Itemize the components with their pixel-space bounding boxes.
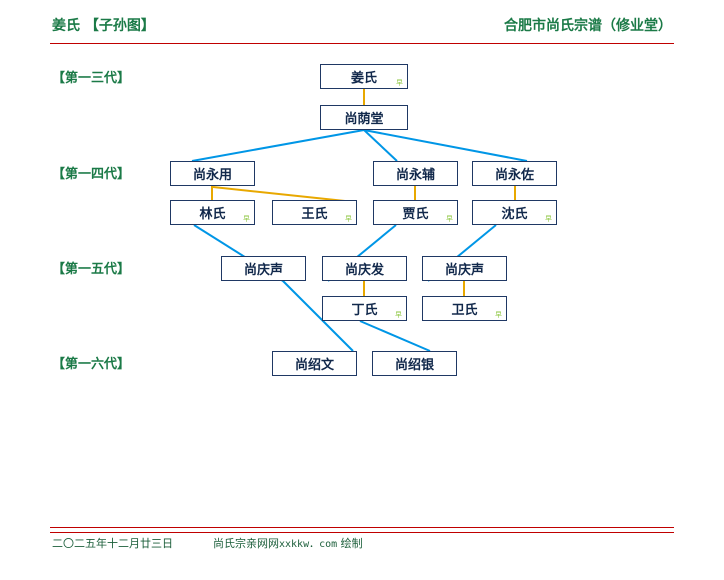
footer-credit-site: xxkkw．com <box>279 539 338 550</box>
person-name: 尚绍文 <box>294 358 334 373</box>
person-name: 沈氏 <box>501 207 528 222</box>
female-marker-icon: 早 <box>243 215 250 223</box>
person-name: 尚永佐 <box>494 168 534 183</box>
generation-label-3: 【第一五代】 <box>52 262 131 277</box>
generation-label-1: 【第一三代】 <box>52 71 131 86</box>
person-name: 尚绍银 <box>394 358 434 373</box>
person-box[interactable]: 贾氏早 <box>373 200 458 225</box>
person-name: 林氏 <box>199 207 226 222</box>
person-box[interactable]: 王氏早 <box>272 200 357 225</box>
person-name: 贾氏 <box>402 207 429 222</box>
person-name: 卫氏 <box>451 303 478 318</box>
person-name: 尚永辅 <box>395 168 435 183</box>
person-box[interactable]: 尚庆发 <box>322 256 407 281</box>
spouse-link-line <box>212 186 346 202</box>
person-name: 尚荫堂 <box>344 112 384 127</box>
child-link-line <box>363 129 528 162</box>
person-name: 尚庆发 <box>344 263 384 278</box>
person-box[interactable]: 尚永用 <box>170 161 255 186</box>
person-box[interactable]: 林氏早 <box>170 200 255 225</box>
female-marker-icon: 早 <box>495 311 502 319</box>
person-box[interactable]: 沈氏早 <box>472 200 557 225</box>
person-box[interactable]: 尚绍文 <box>272 351 357 376</box>
person-box[interactable]: 姜氏早 <box>320 64 408 89</box>
footer-credit-suffix: 绘制 <box>337 537 363 550</box>
female-marker-icon: 早 <box>545 215 552 223</box>
header-divider-rule <box>50 43 674 44</box>
header-right-title: 合肥市尚氏宗谱（修业堂） <box>504 18 672 34</box>
footer-credit-prefix: 尚氏宗亲网网 <box>213 537 279 550</box>
person-name: 丁氏 <box>351 303 378 318</box>
person-box[interactable]: 尚荫堂 <box>320 105 408 130</box>
person-name: 姜氏 <box>350 71 377 86</box>
child-link-line <box>282 280 354 352</box>
female-marker-icon: 早 <box>345 215 352 223</box>
child-link-line <box>191 129 365 162</box>
person-box[interactable]: 尚永佐 <box>472 161 557 186</box>
page-header: 姜氏 【子孙图】 合肥市尚氏宗谱（修业堂） <box>0 0 724 46</box>
child-link-line <box>359 320 431 352</box>
person-name: 王氏 <box>301 207 328 222</box>
person-name: 尚庆声 <box>444 263 484 278</box>
person-name: 尚永用 <box>192 168 232 183</box>
female-marker-icon: 早 <box>395 311 402 319</box>
person-box[interactable]: 丁氏早 <box>322 296 407 321</box>
generation-label-2: 【第一四代】 <box>52 167 131 182</box>
person-box[interactable]: 卫氏早 <box>422 296 507 321</box>
person-box[interactable]: 尚庆声 <box>422 256 507 281</box>
person-name: 尚庆声 <box>243 263 283 278</box>
female-marker-icon: 早 <box>396 79 403 87</box>
header-left-title: 姜氏 【子孙图】 <box>52 18 155 34</box>
person-box[interactable]: 尚庆声 <box>221 256 306 281</box>
person-box[interactable]: 尚永辅 <box>373 161 458 186</box>
generation-label-4: 【第一六代】 <box>52 357 131 372</box>
child-link-line <box>363 129 398 162</box>
person-box[interactable]: 尚绍银 <box>372 351 457 376</box>
female-marker-icon: 早 <box>446 215 453 223</box>
footer-date: 二〇二五年十二月廿三日 <box>52 537 173 550</box>
footer-divider-rule <box>50 527 674 533</box>
footer-credit: 尚氏宗亲网网xxkkw．com 绘制 <box>213 535 363 551</box>
